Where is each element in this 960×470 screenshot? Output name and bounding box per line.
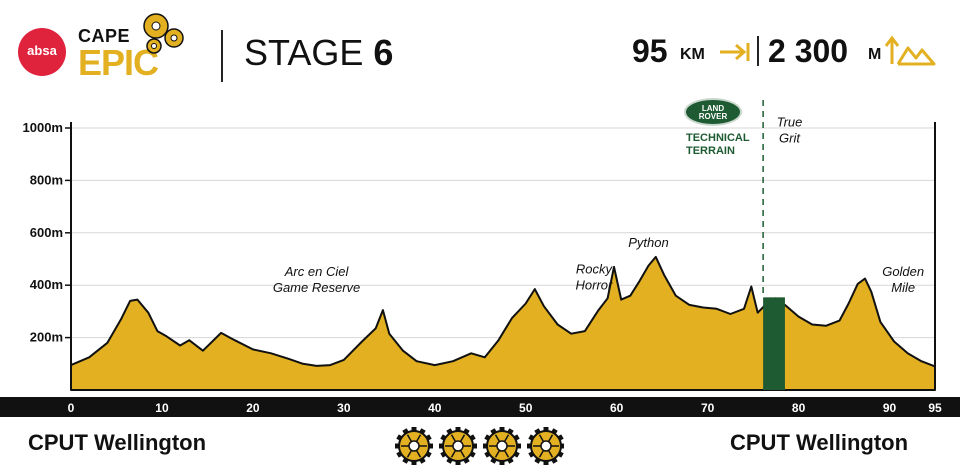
annotation-line: True <box>777 115 803 130</box>
difficulty-gear-icon <box>439 427 477 465</box>
climbing-value: 2 300 <box>768 33 849 69</box>
annotation-line: Arc en Ciel <box>284 264 350 279</box>
stage-title: STAGE 6 <box>244 32 393 74</box>
annotation-line: Rocky <box>576 261 614 276</box>
annotation-line: Horror <box>576 277 614 292</box>
technical-section-bar <box>763 297 785 390</box>
annotation-line: Grit <box>779 131 801 146</box>
technical-terrain-label: TECHNICAL TERRAIN <box>686 132 750 158</box>
segment-annotation: Python <box>628 235 668 250</box>
difficulty-gear-icon <box>395 427 433 465</box>
distance-value: 95 <box>632 33 668 69</box>
technical-terrain-line1: TECHNICAL <box>686 132 750 144</box>
x-tick-label: 70 <box>701 401 715 415</box>
absa-logo-badge: absa <box>18 28 66 76</box>
header-divider <box>221 30 223 82</box>
y-tick-label: 600m <box>30 225 63 240</box>
y-axis-labels: 200m 400m 600m 800m 1000m <box>23 120 63 345</box>
mountain-climb-icon <box>884 35 936 66</box>
start-location: CPUT Wellington <box>28 430 207 455</box>
y-tick-label: 800m <box>30 172 63 187</box>
gear-spoke <box>450 434 457 443</box>
y-axis-gridlines <box>65 127 935 339</box>
x-tick-label: 10 <box>155 401 169 415</box>
gear-spoke <box>538 449 545 458</box>
gear-spoke <box>538 434 545 443</box>
x-tick-label: 95 <box>928 401 942 415</box>
x-tick-label: 40 <box>428 401 442 415</box>
gear-hub <box>540 440 552 452</box>
gear-spoke <box>406 434 413 443</box>
x-tick-label: 80 <box>792 401 806 415</box>
difficulty-rating <box>395 427 564 465</box>
gear-spoke <box>415 434 422 443</box>
annotation-line: Python <box>628 235 668 250</box>
y-tick-label: 400m <box>30 277 63 292</box>
stage-number: 6 <box>373 32 394 73</box>
x-tick-label: 50 <box>519 401 533 415</box>
land-rover-logo-line2: ROVER <box>698 112 728 121</box>
difficulty-gear-icon <box>483 427 521 465</box>
x-tick-label: 60 <box>610 401 624 415</box>
x-tick-label: 20 <box>246 401 260 415</box>
stage-word: STAGE <box>244 32 364 73</box>
land-rover-logo: LAND ROVER <box>684 98 742 126</box>
land-rover-logo-line1: LAND <box>701 104 725 113</box>
gear-spoke <box>547 449 554 458</box>
gear-hub <box>496 440 508 452</box>
distance-arrow-icon <box>720 43 750 61</box>
annotation-line: Mile <box>891 280 915 295</box>
y-tick-label: 200m <box>30 330 63 345</box>
gear-spoke <box>459 434 466 443</box>
climbing-unit: M <box>868 46 882 63</box>
technical-terrain-line2: TERRAIN <box>686 145 735 157</box>
distance-unit: KM <box>680 46 705 63</box>
annotation-line: Game Reserve <box>273 280 360 295</box>
gear-spoke <box>547 434 554 443</box>
y-tick-label: 1000m <box>23 120 63 135</box>
gear-spoke <box>494 434 501 443</box>
difficulty-gear-icon <box>527 427 564 465</box>
gear-hub <box>408 440 420 452</box>
x-axis-labels: 0 10 20 30 40 50 60 70 80 90 95 <box>68 401 942 415</box>
gear-spoke <box>494 449 501 458</box>
logo-cape-text: CAPE <box>78 26 131 46</box>
gear-spoke <box>415 449 422 458</box>
x-tick-label: 90 <box>883 401 897 415</box>
x-tick-label: 30 <box>337 401 351 415</box>
gear-spoke <box>406 449 413 458</box>
gear-spoke <box>459 449 466 458</box>
elevation-profile-area <box>70 255 936 391</box>
gear-spoke <box>503 449 510 458</box>
finish-location: CPUT Wellington <box>730 430 909 455</box>
logo-epic-text: EPIC <box>78 42 159 83</box>
absa-logo-text: absa <box>27 43 57 58</box>
gear-hub <box>452 440 464 452</box>
x-axis-bar <box>0 397 960 417</box>
x-tick-label: 0 <box>68 401 75 415</box>
stats-divider <box>757 36 759 66</box>
gear-spoke <box>503 434 510 443</box>
logo-gears-icon <box>143 13 184 54</box>
gear-spoke <box>450 449 457 458</box>
annotation-line: Golden <box>882 264 924 279</box>
